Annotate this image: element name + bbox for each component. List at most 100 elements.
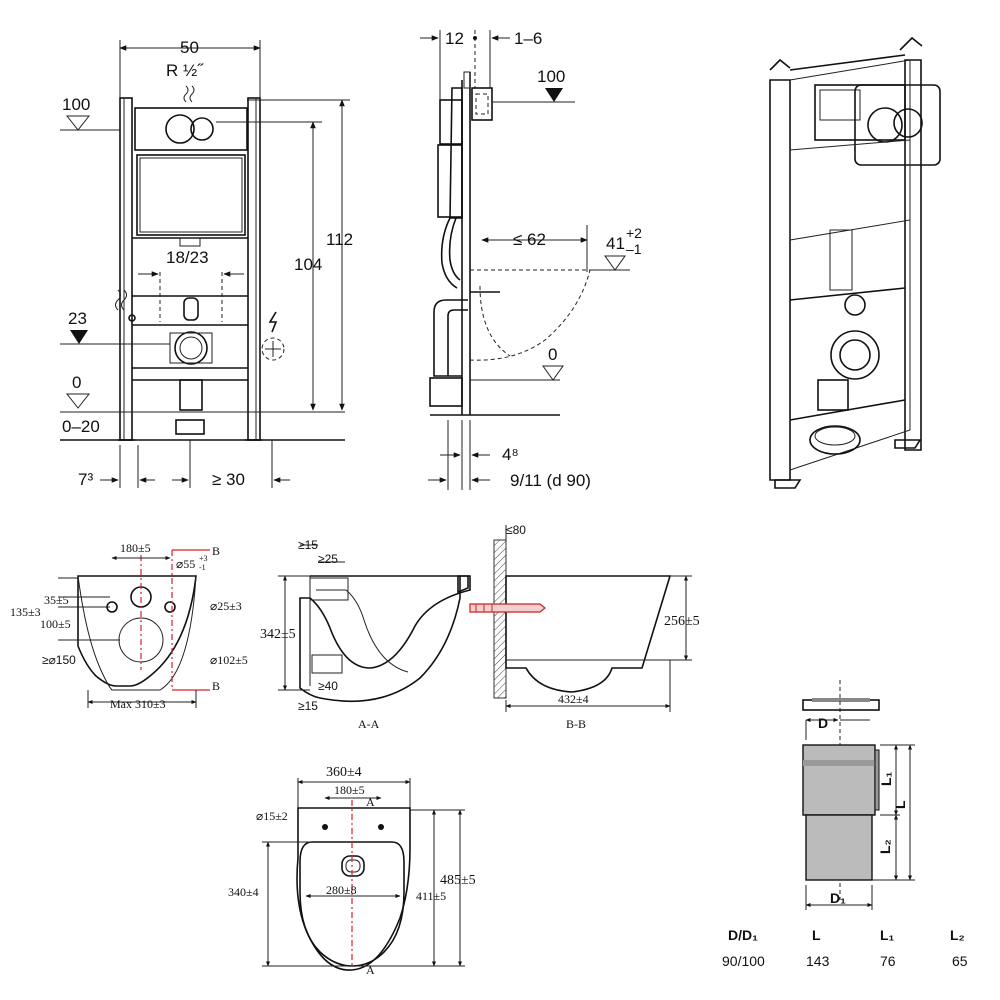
aa-bottom-40: ≥40 xyxy=(318,679,338,693)
aa-caption: A-A xyxy=(358,717,380,731)
bowl-outline-rear xyxy=(77,575,197,687)
table-header-l2: L₂ xyxy=(950,927,965,943)
rear-dim-100: 100±5 xyxy=(40,617,71,631)
level-marker-100 xyxy=(65,115,91,131)
table-value-l2: 65 xyxy=(952,953,968,969)
bb-height-256: 256±5 xyxy=(664,614,700,629)
level-marker-100-side xyxy=(545,88,563,102)
table-value-l1: 76 xyxy=(880,953,896,969)
bowl-section-aa xyxy=(299,575,471,703)
level-marker-0 xyxy=(65,393,91,409)
dim-seat-41: 41 xyxy=(606,234,625,253)
top-rim-280: 280±8 xyxy=(326,883,357,897)
level-marker-41 xyxy=(604,255,626,271)
dim-12: 12 xyxy=(445,29,464,48)
level-label-0: 0 xyxy=(72,373,81,392)
frame-right-post xyxy=(247,97,261,441)
rear-section-b-bottom: B xyxy=(212,679,220,693)
tol-plus: +2 xyxy=(626,225,642,241)
top-inner-340: 340±4 xyxy=(228,885,259,899)
bowl-top-view: 360±4 180±5 A ⌀15±2 280±8 340±4 411±5 48… xyxy=(228,765,476,977)
dim-4-8: 4⁸ xyxy=(502,445,519,464)
rear-hole-55: ⌀55 xyxy=(176,557,195,571)
level-label-0-side: 0 xyxy=(548,345,557,364)
fixing-bolt xyxy=(469,603,546,613)
flush-plate-3d xyxy=(854,84,941,166)
pipe-sleeve xyxy=(802,744,876,816)
top-bolt-dia: ⌀15±2 xyxy=(256,809,288,823)
top-total-485: 485±5 xyxy=(440,873,476,888)
bowl-rear-view: 180±5 B ⌀55 +3 -1 ⌀25±3 35±5 135±3 100±5… xyxy=(10,541,248,711)
rear-hole-55-tol-minus: -1 xyxy=(199,563,206,572)
flush-button-3d xyxy=(867,107,903,143)
pipe-label-l: L xyxy=(892,800,908,809)
level-label-100-side: 100 xyxy=(537,67,565,86)
electrical-connection-icon xyxy=(261,337,285,361)
dim-9-11: 9/11 (d 90) xyxy=(510,471,591,490)
level-label-23: 23 xyxy=(68,309,87,328)
dim-height-112: 112 xyxy=(326,230,353,249)
wall-hatch xyxy=(493,539,507,699)
dim-height-104: 104 xyxy=(294,255,322,274)
pipe-connector: D D₁ L₁ L L₂ xyxy=(802,680,915,910)
rear-dim-180: 180±5 xyxy=(120,541,151,555)
top-section-a-top: A xyxy=(366,795,375,809)
rear-drain-150: ≥⌀150 xyxy=(42,653,76,667)
pipe-label-d: D xyxy=(818,715,828,731)
rear-dim-35: 35±5 xyxy=(44,593,69,607)
top-width-360: 360±4 xyxy=(326,765,362,780)
pipe-label-l1: L₁ xyxy=(878,771,894,786)
dim-18-23: 18/23 xyxy=(166,248,209,267)
level-marker-0-side xyxy=(542,365,564,381)
thread-label: R ½˝ xyxy=(166,61,204,80)
table-header-d: D/D₁ xyxy=(728,927,758,943)
table-value-l: 143 xyxy=(806,953,830,969)
bb-caption: B-B xyxy=(566,717,586,731)
aa-bottom-15: ≥15 xyxy=(298,699,318,713)
aa-top-15: ≥15 xyxy=(298,538,318,552)
section-b-b: ≤80 256±5 432±4 B-B xyxy=(469,523,700,731)
table-value-d: 90/100 xyxy=(722,953,765,969)
dim-width-50: 50 xyxy=(180,38,199,57)
floor-range: 0–20 xyxy=(62,417,100,436)
tol-minus: –1 xyxy=(626,241,642,257)
rear-drain-102: ⌀102±5 xyxy=(210,653,248,667)
table-header-l1: L₁ xyxy=(880,927,895,943)
rear-hole-25: ⌀25±3 xyxy=(210,599,242,613)
aa-top-25: ≥25 xyxy=(318,552,338,566)
rear-width-310: Max 310±3 xyxy=(110,697,166,711)
bb-length-432: 432±4 xyxy=(558,692,589,706)
section-a-a: ≥15 ≥25 342±5 ≥40 ≥15 A-A xyxy=(260,538,471,731)
flush-button xyxy=(165,114,195,144)
front-view: 50 R ½˝ 100 112 104 18/23 23 0 0–20 7³ ≥… xyxy=(60,38,353,489)
level-label-100: 100 xyxy=(62,95,90,114)
cistern-body xyxy=(136,154,246,236)
table-header-l: L xyxy=(812,927,821,943)
lightning-icon xyxy=(268,311,278,333)
cistern-top-panel xyxy=(134,107,248,151)
pipe-label-l2: L₂ xyxy=(877,839,893,854)
bowl-section-bb xyxy=(505,575,672,693)
bowl-outline-top xyxy=(296,807,411,971)
frame-left-post xyxy=(119,97,133,441)
top-section-a-bottom: A xyxy=(366,963,375,977)
aa-height-342: 342±5 xyxy=(260,627,296,642)
rear-dim-135: 135±3 xyxy=(10,605,41,619)
dim-7-3: 7³ xyxy=(78,470,93,489)
bowl-drain-top xyxy=(341,855,365,877)
pipe-body xyxy=(805,814,873,881)
dim-max-62: ≤ 62 xyxy=(513,230,546,249)
level-marker-23 xyxy=(70,330,88,344)
rear-section-b-top: B xyxy=(212,544,220,558)
top-bolt-180: 180±5 xyxy=(334,783,365,797)
top-seat-411: 411±5 xyxy=(416,889,446,903)
drain-3d xyxy=(830,330,880,380)
drain-connection xyxy=(174,331,208,365)
dim-1-6: 1–6 xyxy=(514,29,542,48)
rear-hole-55-tol-plus: +3 xyxy=(199,554,208,563)
pipe-label-d1: D₁ xyxy=(830,890,846,906)
drain-ring-3d xyxy=(809,425,861,455)
bb-wall-80: ≤80 xyxy=(506,523,526,537)
pipe-dimension-table: D/D₁ L L₁ L₂ 90/100 143 76 65 xyxy=(722,927,968,969)
